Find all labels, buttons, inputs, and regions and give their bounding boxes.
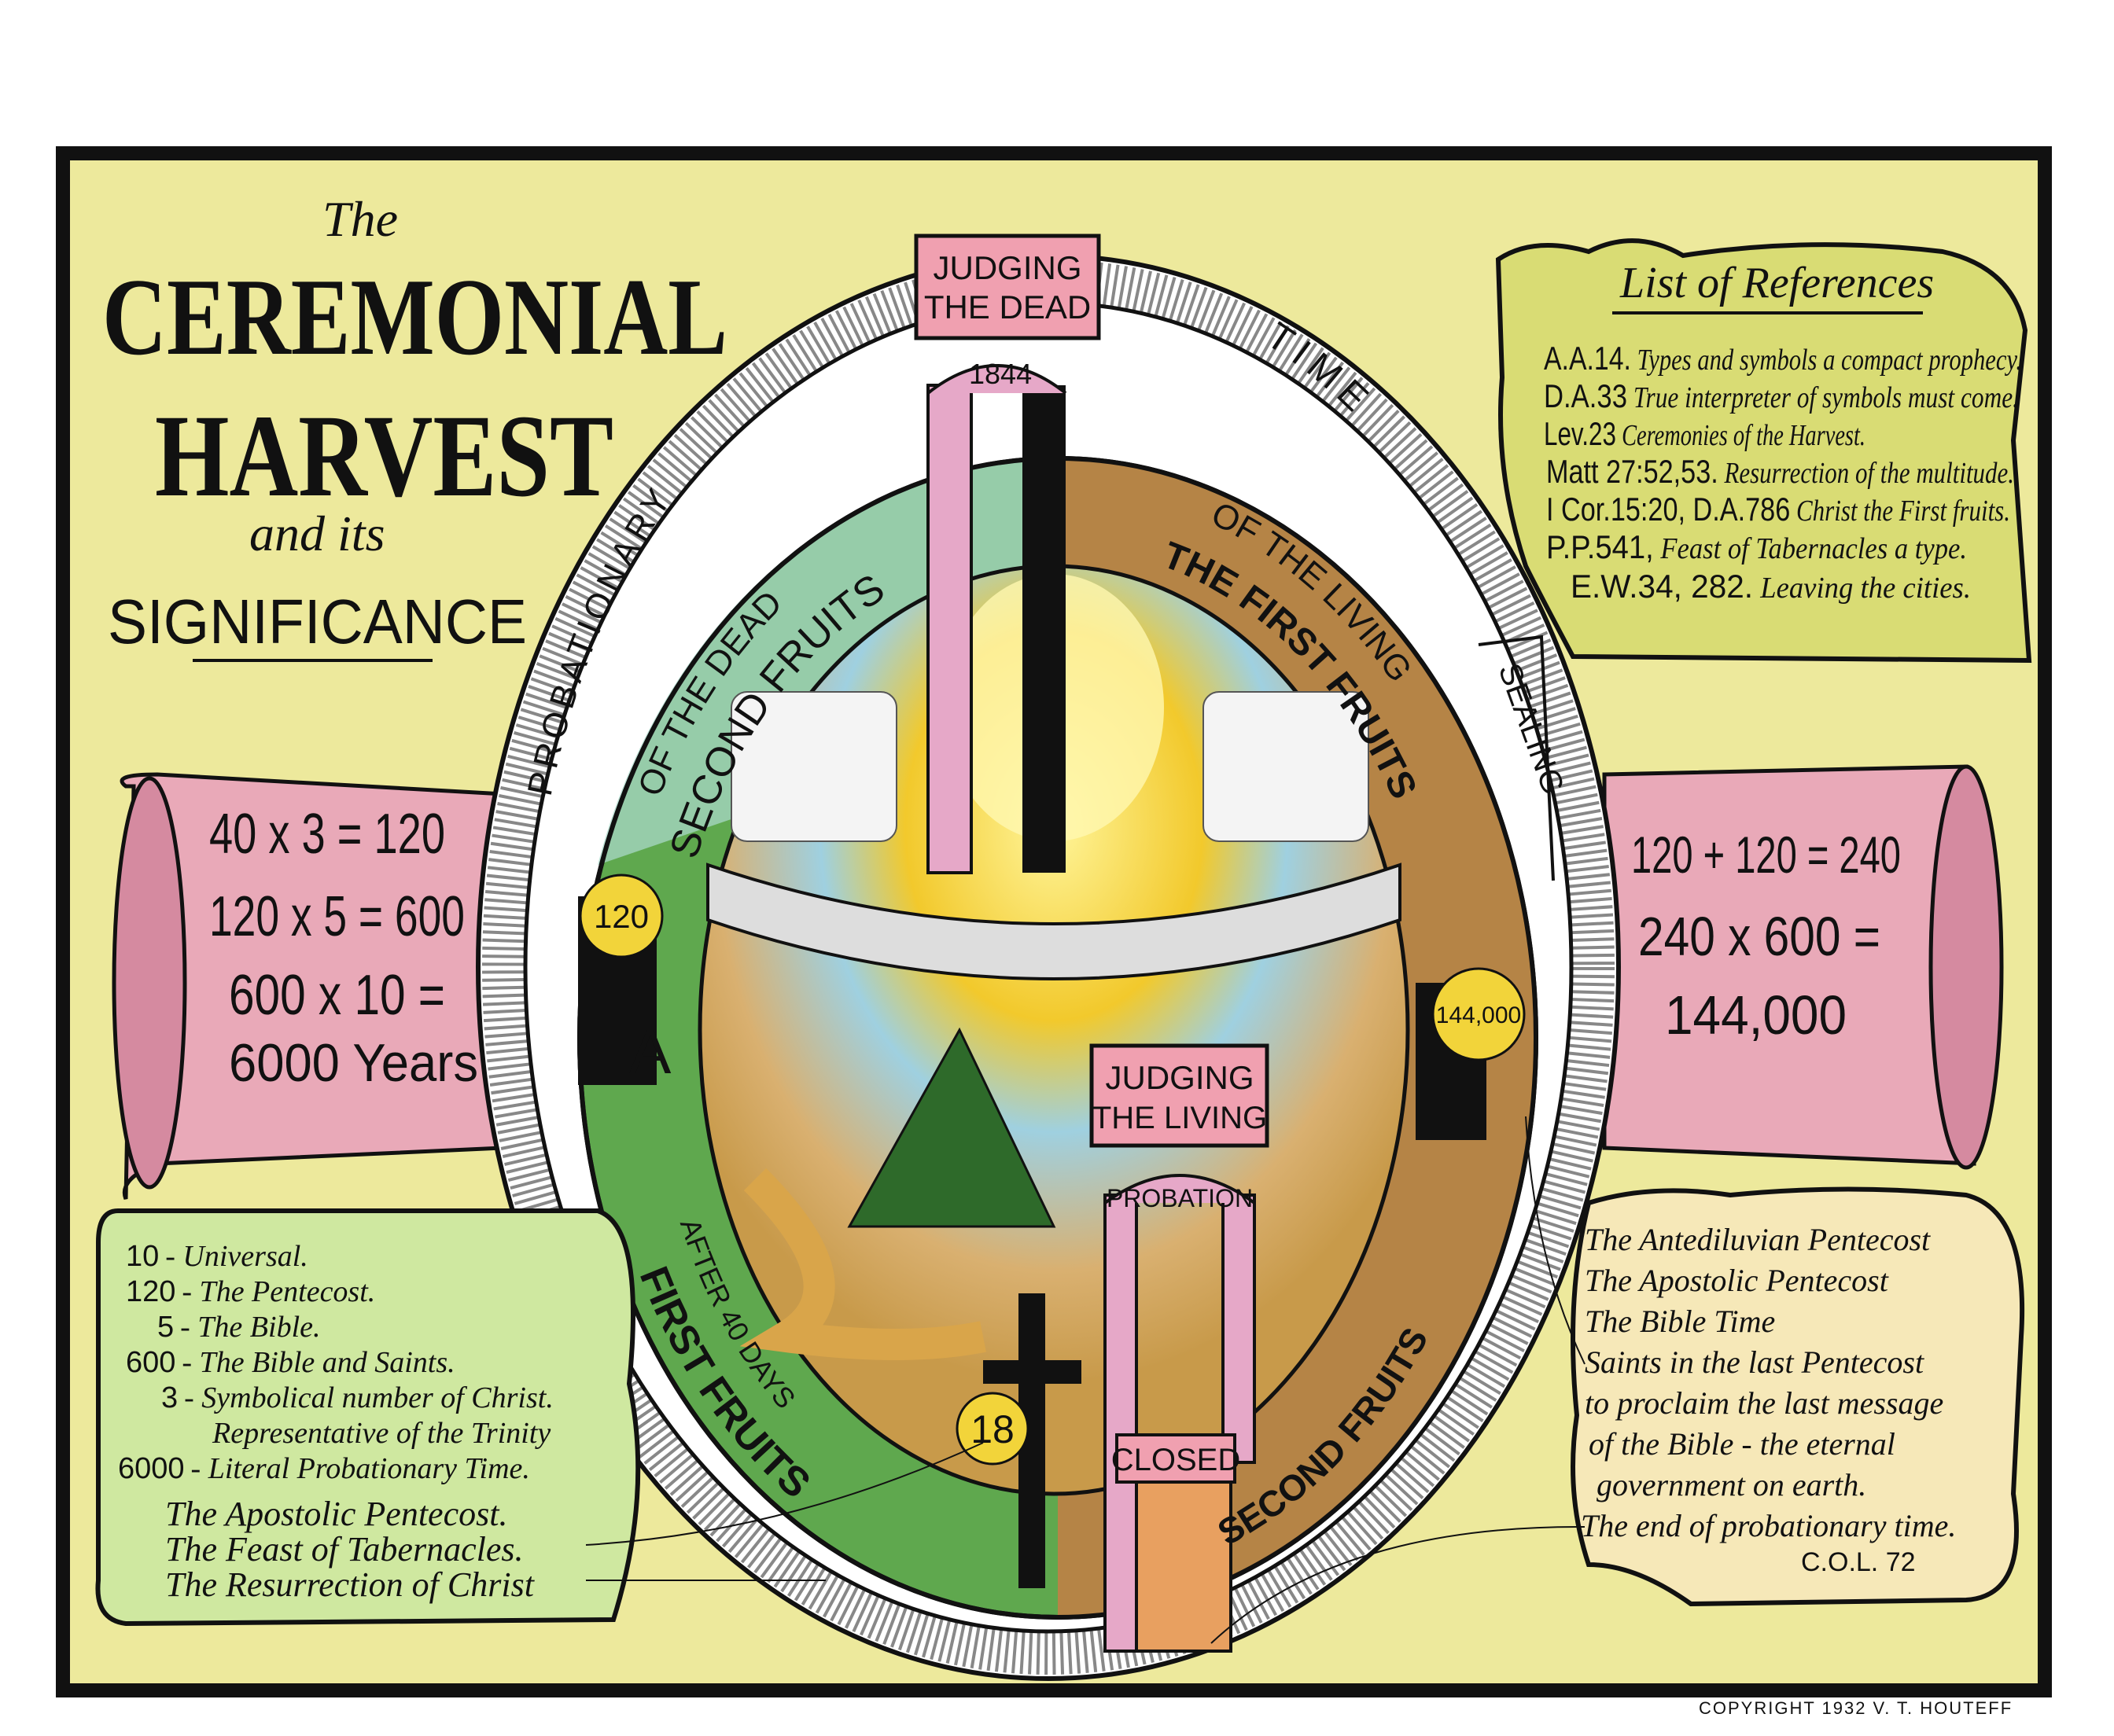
- angel-choir-right: [1202, 691, 1369, 842]
- left-scroll-line-3: 600 x 10 =: [229, 964, 445, 1027]
- note-line: The Antediluvian Pentecost: [1585, 1222, 1931, 1257]
- badge-120: [578, 874, 664, 1085]
- right-notes-box: [1571, 1186, 2025, 1607]
- note-line: The Apostolic Pentecost: [1585, 1263, 1889, 1298]
- legend-item: 3- Symbolical number of Christ.: [161, 1381, 554, 1414]
- judging-the-living-line-2: THE LIVING: [1092, 1101, 1267, 1135]
- reference-item: A.A.14. Types and symbols a compact prop…: [1544, 340, 2022, 377]
- title-ceremonial: CEREMONIAL: [102, 256, 727, 378]
- legend-item: 6000- Literal Probationary Time.: [118, 1452, 530, 1485]
- gate-labels: 1844 JUDGING THE DEAD JUDGING THE LIVING…: [924, 249, 1267, 1477]
- colonnade: [706, 862, 1401, 980]
- left-scroll: 40 x 3 = 120 120 x 5 = 600 600 x 10 = 60…: [209, 803, 478, 1093]
- badge-labels: 120 144,000 18: [594, 898, 1521, 1451]
- title-the: The: [322, 191, 398, 247]
- right-notes: The Antediluvian Pentecost The Apostolic…: [1581, 1222, 1956, 1577]
- note-line: to proclaim the last message: [1585, 1385, 1943, 1421]
- number-legend: 10- Universal. 120- The Pentecost. 5- Th…: [118, 1240, 554, 1604]
- note-line: The end of probationary time.: [1581, 1508, 1956, 1543]
- references-box: [1495, 238, 2032, 664]
- legend-item: Representative of the Trinity: [212, 1417, 551, 1450]
- legend-item: 10- Universal.: [126, 1240, 308, 1273]
- references: List of References A.A.14. Types and sym…: [1544, 259, 2022, 605]
- reference-item: I Cor.15:20, D.A.786 Christ the First fr…: [1546, 491, 2010, 528]
- left-scroll-line-4: 6000 Years: [229, 1033, 478, 1093]
- probation-label: PROBATION: [1107, 1184, 1253, 1212]
- chart-title: The CEREMONIAL HARVEST and its SIGNIFICA…: [102, 191, 727, 657]
- legend-item: 5- The Bible.: [157, 1311, 321, 1344]
- reference-item: D.A.33 True interpreter of symbols must …: [1544, 377, 2019, 414]
- closed-door: [1135, 1461, 1232, 1653]
- copyright: COPYRIGHT 1932 V. T. HOUTEFF: [1699, 1698, 2013, 1718]
- left-scroll-line-2: 120 x 5 = 600: [209, 885, 465, 948]
- note-line: government on earth.: [1597, 1467, 1866, 1502]
- legend-event: The Resurrection of Christ: [165, 1565, 536, 1604]
- judging-the-dead-line-2: THE DEAD: [924, 289, 1091, 326]
- central-pillar: [926, 364, 1067, 874]
- right-scroll-line-3: 144,000: [1665, 984, 1847, 1046]
- legend-event: The Feast of Tabernacles.: [165, 1530, 523, 1569]
- tabernacle-booth: [847, 1027, 1056, 1228]
- reference-item: P.P.541, Feast of Tabernacles a type.: [1546, 528, 1967, 565]
- judging-the-dead-banner: [914, 234, 1101, 340]
- cross-icon: [983, 1293, 1081, 1588]
- number-legend-box: [95, 1208, 641, 1627]
- badge-144000-label: 144,000: [1436, 1002, 1521, 1028]
- legend-item: 120- The Pentecost.: [126, 1275, 375, 1308]
- reference-item: Matt 27:52,53. Resurrection of the multi…: [1546, 453, 2014, 490]
- judging-the-dead-line-1: JUDGING: [934, 249, 1082, 286]
- badge-144000: [1416, 967, 1526, 1140]
- reference-item: Lev.23 Ceremonies of the Harvest.: [1544, 415, 1865, 452]
- legend-item: 600- The Bible and Saints.: [126, 1346, 455, 1379]
- probation-gate: [1103, 1174, 1256, 1653]
- connector-lines: [585, 1116, 1586, 1644]
- left-scroll-line-1: 40 x 3 = 120: [209, 803, 445, 866]
- reference-item: E.W.34, 282. Leaving the cities.: [1571, 568, 1971, 605]
- note-line: Saints in the last Pentecost: [1585, 1344, 1924, 1380]
- left-scroll-shape: [112, 772, 506, 1200]
- title-harvest: HARVEST: [155, 391, 613, 521]
- note-line: The Bible Time: [1585, 1304, 1775, 1339]
- badge-18-label: 18: [970, 1407, 1015, 1451]
- right-scroll: 120 + 120 = 240 240 x 600 = 144,000: [1631, 826, 1901, 1046]
- title-and-its: and its: [249, 506, 385, 561]
- right-scroll-line-2: 240 x 600 =: [1638, 906, 1880, 967]
- right-scroll-line-1: 120 + 120 = 240: [1631, 826, 1901, 884]
- angel-choir-left: [731, 691, 897, 842]
- winding-road: [739, 1168, 986, 1360]
- judging-the-living-line-1: JUDGING: [1106, 1059, 1254, 1096]
- closed-label: CLOSED: [1111, 1443, 1241, 1477]
- note-line: of the Bible - the eternal: [1589, 1426, 1895, 1462]
- year-1844: 1844: [969, 358, 1032, 390]
- band-letter-a: A: [629, 1017, 672, 1087]
- reference-list: A.A.14. Types and symbols a compact prop…: [1544, 340, 2022, 605]
- note-citation: C.O.L. 72: [1801, 1547, 1916, 1577]
- badge-120-label: 120: [594, 898, 649, 935]
- references-title: List of References: [1619, 259, 1934, 307]
- judging-the-living-banner: [1089, 1043, 1269, 1148]
- title-significance: SIGNIFICANCE: [108, 587, 527, 657]
- legend-event: The Apostolic Pentecost.: [165, 1495, 507, 1533]
- sealing-marker: [1478, 634, 1555, 881]
